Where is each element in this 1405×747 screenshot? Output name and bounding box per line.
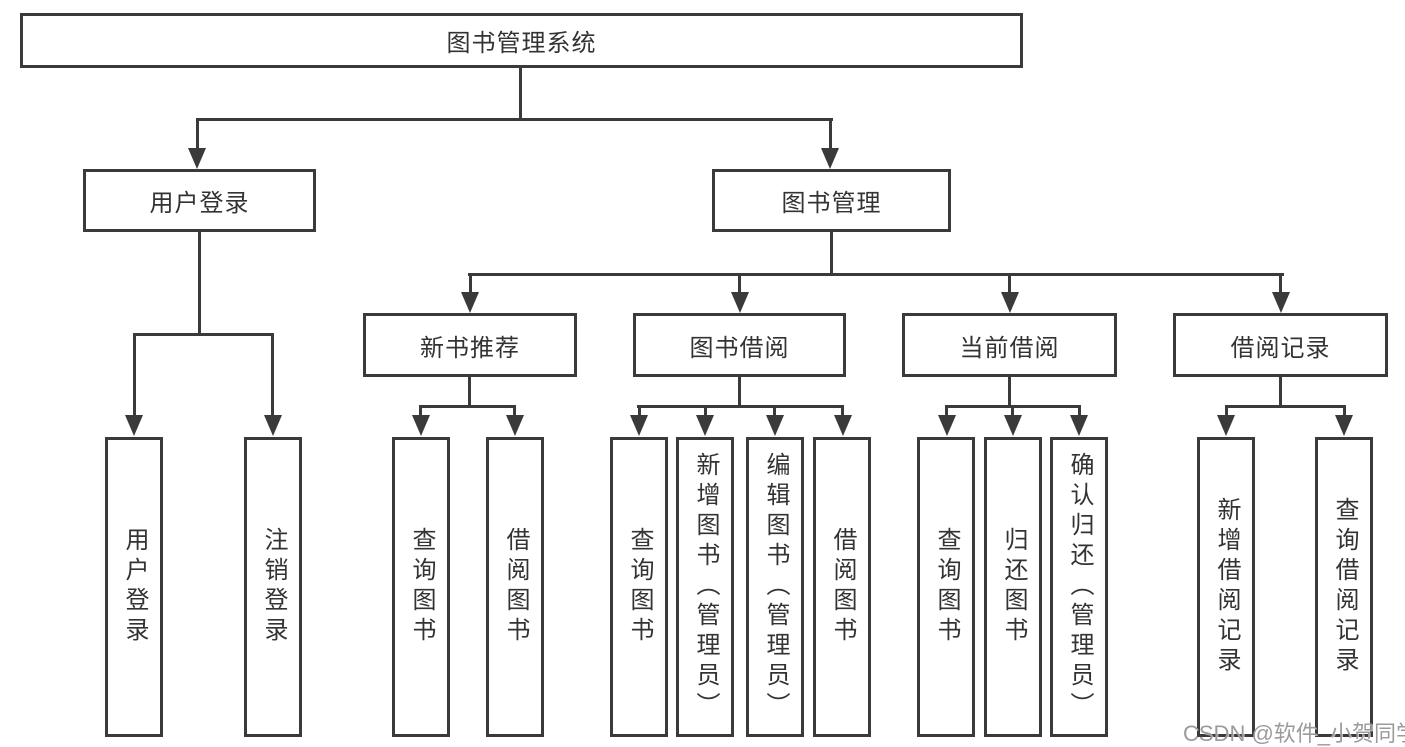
leaf-borrow-books-borrowing: 借阅图书 [813,437,871,737]
node-current-borrowing: 当前借阅 [902,313,1117,377]
connector-line [196,118,833,121]
arrowhead [125,415,143,436]
arrowhead [766,415,784,436]
connector-line [469,273,472,293]
connector-line [637,405,844,408]
node-book-management: 图书管理 [712,169,951,232]
leaf-logout: 注销登录 [244,437,302,737]
leaf-add-book-admin-label: 新增图书（管理员） [692,452,719,722]
connector-line [419,405,516,408]
leaf-confirm-return-admin: 确认归还（管理员） [1050,437,1108,737]
node-new-book-recommend-label: 新书推荐 [420,334,520,362]
connector-line [519,68,522,120]
connector-line [1078,405,1081,417]
node-new-book-recommend: 新书推荐 [363,313,577,377]
connector-line [513,405,516,417]
node-borrowing-records-label: 借阅记录 [1230,334,1331,362]
connector-line [271,333,274,417]
node-current-borrowing-label: 当前借阅 [959,334,1060,362]
connector-line [1008,377,1011,408]
leaf-borrow-books-recommend-label: 借阅图书 [502,527,529,647]
leaf-edit-book-admin: 编辑图书（管理员） [746,437,804,737]
leaf-confirm-return-admin-label: 确认归还（管理员） [1066,452,1093,722]
connector-line [1225,405,1228,417]
node-user-login-label: 用户登录 [149,190,250,217]
arrowhead [834,415,852,436]
connector-line [1279,377,1282,408]
arrowhead [731,292,749,313]
leaf-add-borrow-record-label: 新增借阅记录 [1213,497,1240,677]
arrowhead [1070,415,1088,436]
leaf-user-login: 用户登录 [105,437,163,737]
arrowhead [1335,415,1353,436]
leaf-borrow-books-borrowing-label: 借阅图书 [829,527,856,647]
node-library-management-system: 图书管理系统 [20,13,1023,68]
arrowhead [461,292,479,313]
node-book-borrowing: 图书借阅 [633,313,846,377]
node-library-management-system-label: 图书管理系统 [446,30,597,57]
node-book-management-label: 图书管理 [781,190,882,217]
connector-line [1011,405,1014,417]
leaf-add-borrow-record: 新增借阅记录 [1197,437,1255,737]
connector-line [704,405,707,417]
arrowhead [264,415,282,436]
connector-line [468,377,471,408]
connector-line [638,405,641,417]
csdn-watermark: CSDN @软件_小贺同学 [1183,721,1405,746]
leaf-query-books-borrowing-label: 查询图书 [626,527,653,647]
leaf-query-books-current-label: 查询图书 [933,527,960,647]
arrowhead [696,415,714,436]
node-user-login: 用户登录 [83,169,316,232]
connector-line [1343,405,1346,417]
arrowhead [1004,415,1022,436]
leaf-query-books-borrowing: 查询图书 [610,437,668,737]
leaf-query-borrow-record-label: 查询借阅记录 [1331,497,1358,677]
connector-line [738,377,741,408]
arrowhead [506,415,524,436]
connector-line [841,405,844,417]
connector-line [1279,273,1282,293]
connector-line [738,273,741,293]
connector-line [133,333,136,417]
leaf-return-book: 归还图书 [984,437,1042,737]
connector-line [773,405,776,417]
arrowhead [412,415,430,436]
node-borrowing-records: 借阅记录 [1173,313,1388,377]
connector-line [945,405,948,417]
leaf-add-book-admin: 新增图书（管理员） [676,437,734,737]
connector-line [196,118,199,150]
leaf-query-books-recommend: 查询图书 [392,437,450,737]
leaf-query-books-recommend-label: 查询图书 [408,527,435,647]
connector-line [133,333,274,336]
arrowhead [1001,292,1019,313]
leaf-query-borrow-record: 查询借阅记录 [1315,437,1373,737]
connector-line [419,405,422,417]
leaf-logout-label: 注销登录 [260,527,287,647]
arrowhead [1272,292,1290,313]
arrowhead [630,415,648,436]
leaf-edit-book-admin-label: 编辑图书（管理员） [762,452,789,722]
leaf-return-book-label: 归还图书 [1000,527,1027,647]
leaf-borrow-books-recommend: 借阅图书 [486,437,544,737]
arrowhead [188,148,206,169]
connector-line [1008,273,1011,293]
arrowhead [1217,415,1235,436]
connector-line [468,273,1284,276]
leaf-user-login-label: 用户登录 [121,527,148,647]
arrowhead [821,148,839,169]
leaf-query-books-current: 查询图书 [917,437,975,737]
connector-line [1225,405,1346,408]
connector-line [830,232,833,276]
node-book-borrowing-label: 图书借阅 [689,334,790,362]
connector-line [198,232,201,336]
connector-line [829,118,832,150]
arrowhead [938,415,956,436]
